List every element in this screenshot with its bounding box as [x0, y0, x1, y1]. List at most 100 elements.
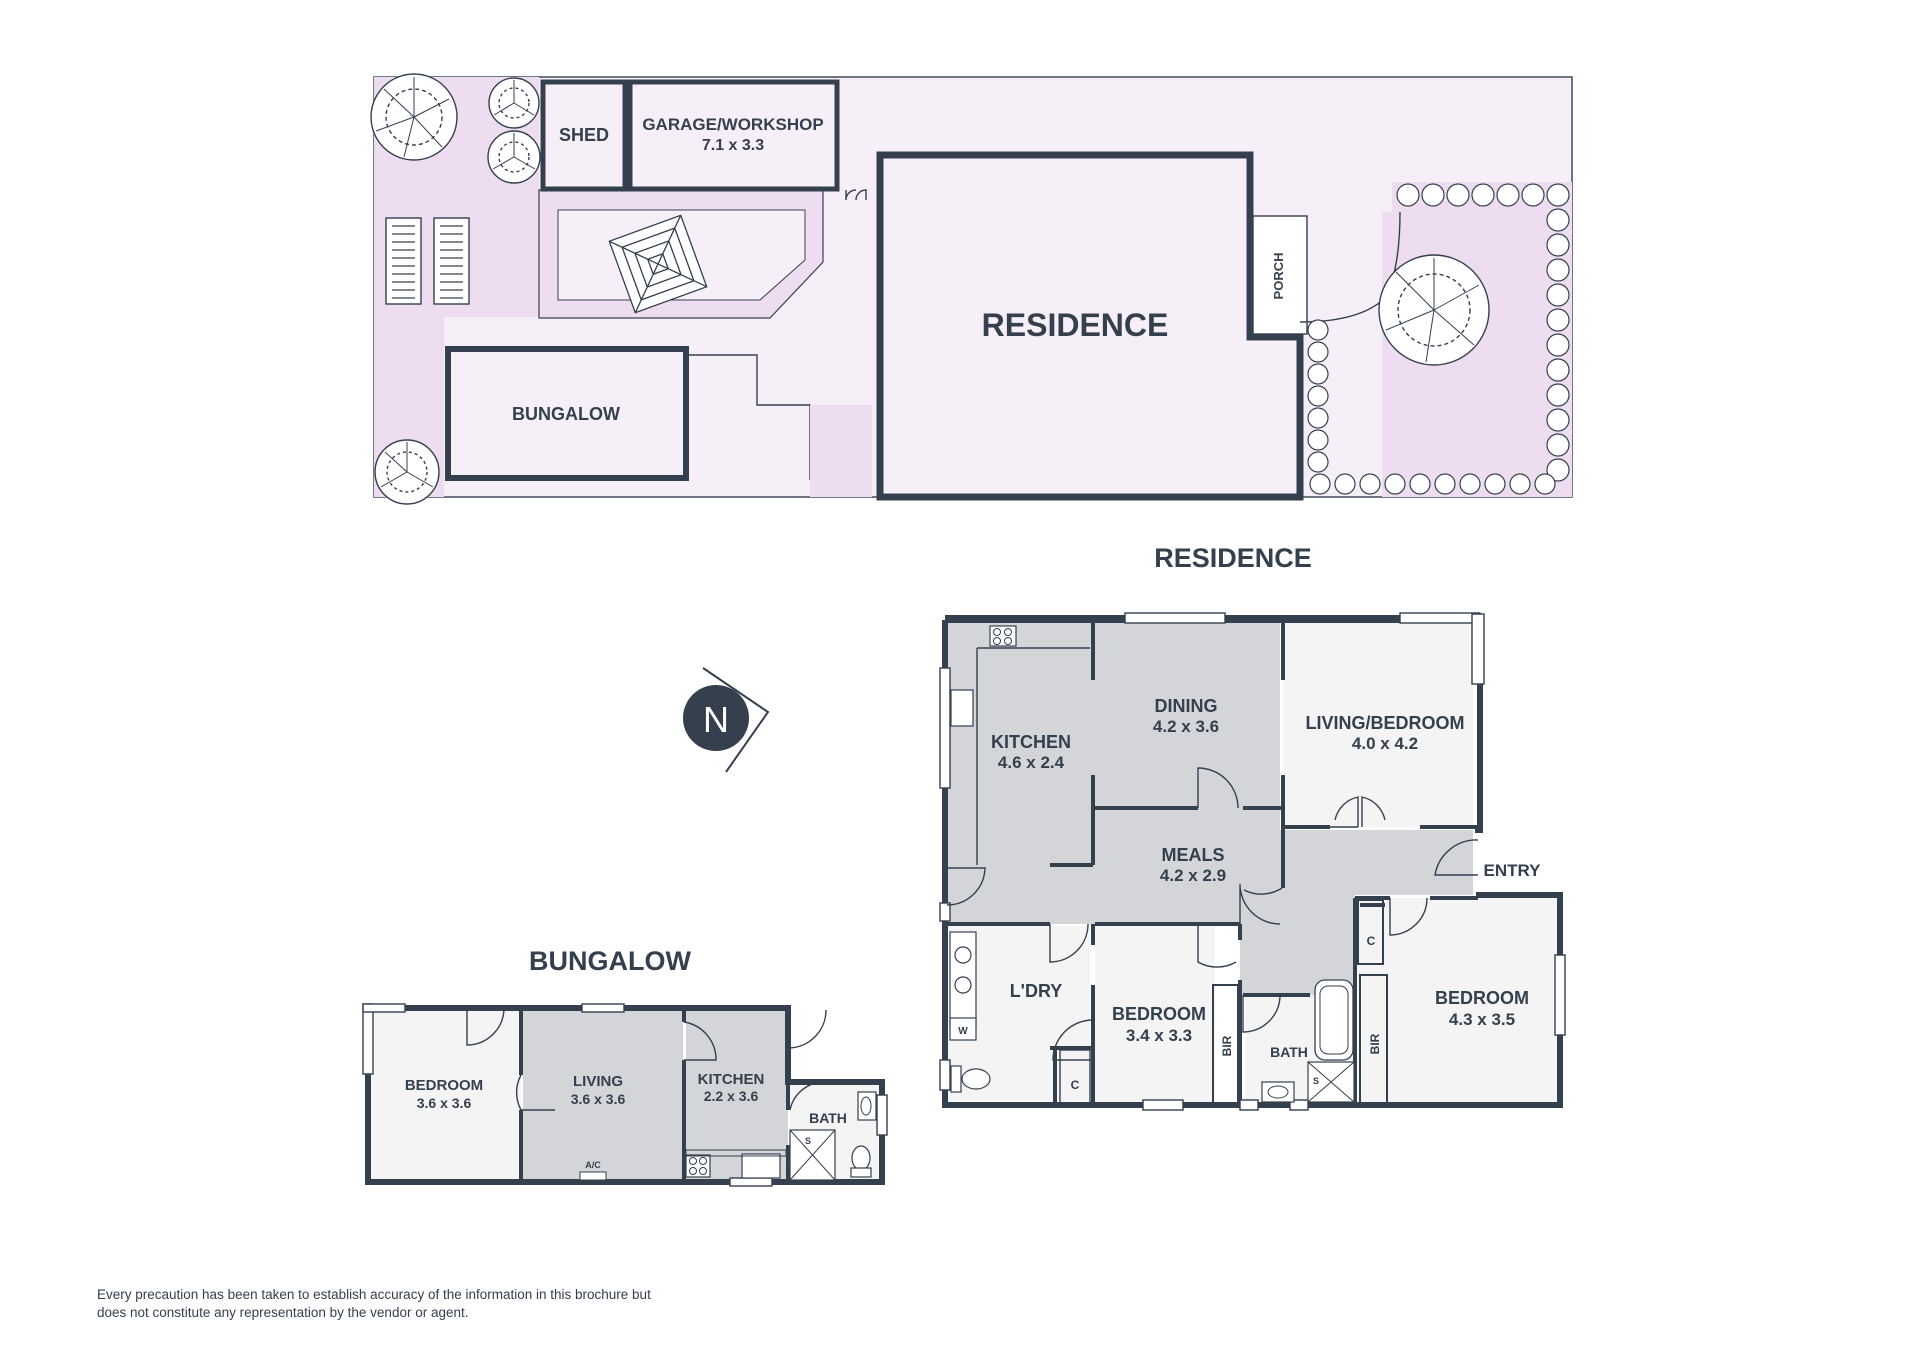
shower-icon: S — [1307, 1061, 1355, 1103]
bedroom1-fill — [1358, 898, 1558, 1103]
bungalow-floor-plan: S A/C BEDROOM 3.6 x 3.6 LIVING 3.6 x 3.6… — [362, 1003, 888, 1187]
bungalow-bedroom-size: 3.6 x 3.6 — [417, 1095, 472, 1111]
window — [1471, 613, 1485, 685]
site-plan: SHED GARAGE/WORKSHOP 7.1 x 3.3 BUNGALOW … — [370, 73, 1573, 505]
window — [939, 902, 951, 922]
bungalow-living-size: 3.6 x 3.6 — [571, 1091, 626, 1107]
tree-icon — [370, 73, 458, 161]
laundry-label: L'DRY — [1010, 981, 1063, 1001]
meals-size: 4.2 x 2.9 — [1160, 866, 1226, 885]
shower-label: S — [1313, 1076, 1319, 1086]
outer-wall-bottom — [942, 620, 1563, 1108]
bath-label: BATH — [1270, 1044, 1308, 1060]
bathtub-icon — [1314, 979, 1354, 1061]
laundry-fixtures: W — [949, 931, 977, 1041]
bedroom1-label: BEDROOM — [1435, 988, 1529, 1008]
bungalow-shower-icon: S — [789, 1129, 836, 1181]
living-bedroom-size: 4.0 x 4.2 — [1352, 734, 1418, 753]
bungalow-bedroom-fill — [368, 1008, 521, 1180]
bungalow-kitchen-fill — [686, 1008, 788, 1180]
garage-size: 7.1 x 3.3 — [702, 137, 764, 154]
bungalow-shower-label: S — [805, 1136, 811, 1146]
ac-label: A/C — [585, 1160, 601, 1170]
window — [939, 1059, 951, 1091]
bungalow-title: BUNGALOW — [529, 946, 691, 976]
window — [1239, 1099, 1259, 1111]
laundry-cupboard — [1059, 1049, 1091, 1104]
bedroom2-size: 3.4 x 3.3 — [1126, 1026, 1192, 1045]
kitchen-size: 4.6 x 2.4 — [998, 753, 1065, 772]
bungalow-toilet-icon — [850, 1145, 872, 1178]
living-bedroom-label: LIVING/BEDROOM — [1305, 713, 1464, 733]
disclaimer-text: Every precaution has been taken to estab… — [97, 1287, 651, 1320]
solar-panels — [385, 217, 470, 305]
bir-robe-2 — [1359, 974, 1388, 1104]
bungalow-interior-walls — [519, 1008, 790, 1182]
sink-icon — [950, 689, 974, 727]
window — [876, 1094, 888, 1136]
washer-label: W — [958, 1026, 968, 1037]
meals-label: MEALS — [1162, 845, 1225, 865]
window — [362, 1003, 374, 1075]
bedroom2-label: BEDROOM — [1112, 1004, 1206, 1024]
compass-circle-icon — [683, 685, 749, 751]
kitchen-fill — [945, 622, 1090, 865]
dining-size: 4.2 x 3.6 — [1153, 717, 1219, 736]
entry-label: ENTRY — [1484, 861, 1542, 880]
living-fill — [1283, 622, 1473, 827]
window — [1399, 612, 1481, 624]
bungalow-cooktop-icon — [685, 1154, 711, 1178]
porch-label: PORCH — [1271, 253, 1286, 300]
dining-label: DINING — [1155, 696, 1218, 716]
window — [1142, 1099, 1184, 1111]
hall-down-fill — [1240, 895, 1355, 995]
cooktop-icon — [989, 625, 1017, 647]
bungalow-kitchen-label: KITCHEN — [698, 1071, 765, 1088]
ac-unit-icon — [579, 1171, 607, 1181]
window — [939, 667, 951, 789]
hall-right-fill — [1240, 830, 1473, 895]
laundry-cupboard-label: C — [1071, 1078, 1080, 1092]
dining-fill — [1090, 622, 1280, 808]
window — [581, 1003, 625, 1013]
garage-label: GARAGE/WORKSHOP — [642, 115, 823, 134]
compass-arrow-icon — [702, 667, 770, 773]
shed-label: SHED — [559, 125, 609, 145]
pergola — [608, 214, 708, 314]
bedroom1-size: 4.3 x 3.5 — [1449, 1010, 1515, 1029]
interior-walls — [945, 622, 1478, 1105]
bedroom2-fill — [1095, 926, 1215, 1104]
bungalow-vanity-icon — [857, 1091, 877, 1121]
tree-icon — [1378, 254, 1490, 366]
shed-outline — [540, 79, 628, 192]
bungalow-kitchen-size: 2.2 x 3.6 — [704, 1088, 759, 1104]
garage-door-swing — [845, 189, 867, 201]
bungalow-bedroom-label: BEDROOM — [405, 1077, 483, 1094]
side-path-fill — [810, 405, 872, 497]
residence-floor-plan: W S KITCHEN 4.6 x 2.4 DINING 4.2 x 3.6 L… — [939, 612, 1566, 1111]
bir-robe-1 — [1212, 984, 1239, 1104]
shrub-border — [1307, 183, 1570, 495]
bungalow-site-label: BUNGALOW — [512, 404, 620, 424]
tree-icon — [488, 77, 540, 129]
door-swings — [946, 767, 1479, 1061]
bungalow-door-swings — [466, 1007, 827, 1111]
bungalow-living-label: LIVING — [573, 1073, 623, 1090]
kitchen-label: KITCHEN — [991, 732, 1071, 752]
garage-outline — [627, 79, 840, 192]
hall-fill — [945, 865, 1280, 924]
compass: N — [683, 667, 770, 773]
window — [1124, 612, 1226, 624]
porch-outline — [1252, 215, 1308, 335]
toilet-icon — [950, 1065, 991, 1093]
bungalow-bath-label: BATH — [809, 1110, 847, 1126]
tree-icon — [487, 130, 541, 184]
window — [729, 1177, 773, 1187]
residence-outline — [876, 151, 1304, 501]
residence-site-label: RESIDENCE — [982, 307, 1169, 343]
bungalow-sink-icon — [741, 1153, 781, 1179]
hall-cupboard-label: C — [1367, 934, 1376, 948]
bir-label-1: BIR — [1220, 1035, 1234, 1056]
residence-title: RESIDENCE — [1154, 543, 1312, 573]
window — [362, 1003, 406, 1013]
